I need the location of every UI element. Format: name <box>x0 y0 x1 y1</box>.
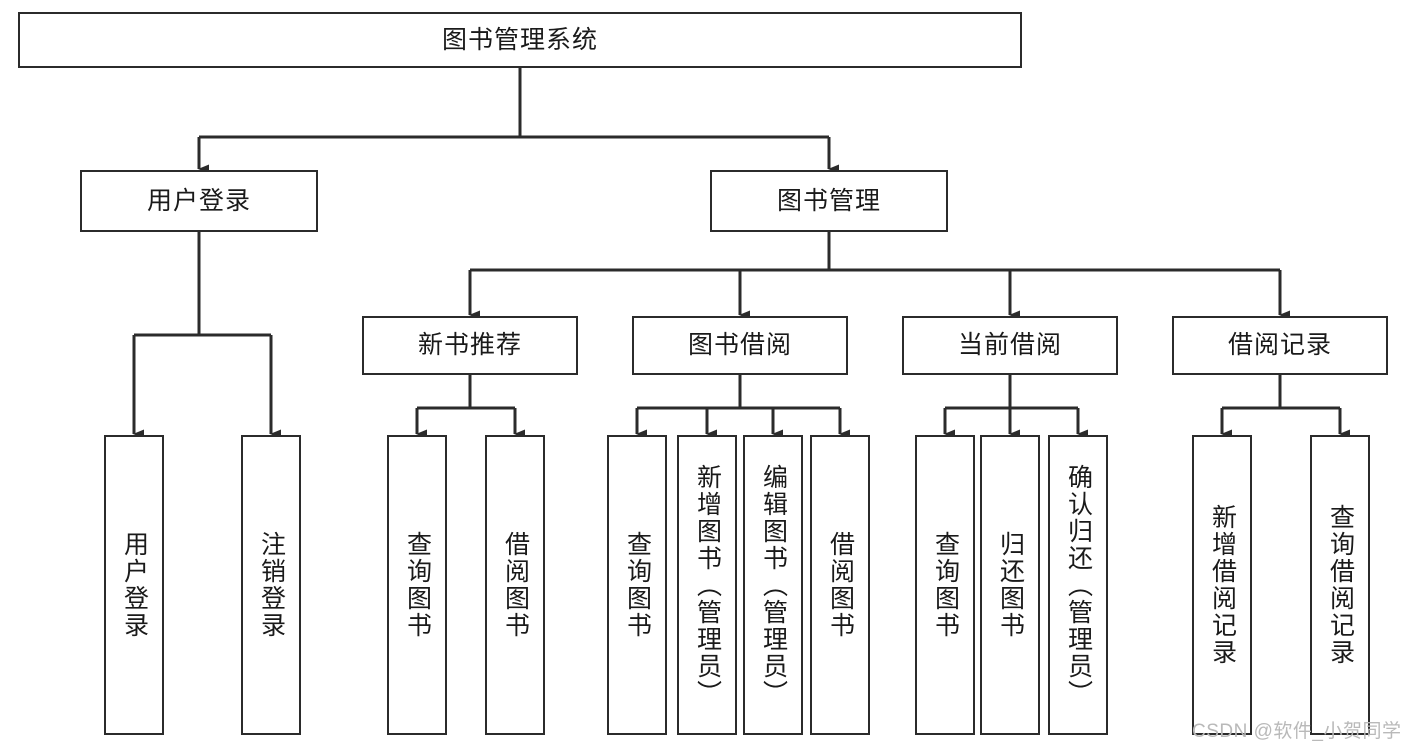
node-label: 查询图书 <box>403 531 432 639</box>
node-label: 借阅图书 <box>826 531 855 639</box>
node-current-borrow[interactable]: 当前借阅 <box>902 316 1118 375</box>
node-label: 图书借阅 <box>687 331 792 360</box>
node-leaf-add-record[interactable]: 新增借阅记录 <box>1192 435 1252 735</box>
node-label: 用户登录 <box>146 186 251 215</box>
node-leaf-query-book-2[interactable]: 查询图书 <box>607 435 667 735</box>
node-label: 借阅记录 <box>1227 331 1332 360</box>
node-label: 新增图书（管理员） <box>693 463 722 707</box>
node-leaf-query-book-3[interactable]: 查询图书 <box>915 435 975 735</box>
node-label: 新书推荐 <box>417 331 522 360</box>
edge-paths <box>132 68 1350 439</box>
node-leaf-confirm-return[interactable]: 确认归还（管理员） <box>1048 435 1108 735</box>
node-leaf-logout[interactable]: 注销登录 <box>241 435 301 735</box>
watermark-text: CSDN @软件_小贺同学 <box>1192 721 1402 742</box>
node-label: 编辑图书（管理员） <box>759 463 788 707</box>
node-new-book-rec[interactable]: 新书推荐 <box>362 316 578 375</box>
node-label: 查询图书 <box>623 531 652 639</box>
node-label: 图书管理 <box>776 186 881 215</box>
node-label: 查询借阅记录 <box>1326 504 1355 666</box>
node-user-login[interactable]: 用户登录 <box>80 170 318 232</box>
node-leaf-edit-book[interactable]: 编辑图书（管理员） <box>743 435 803 735</box>
node-label: 当前借阅 <box>957 331 1062 360</box>
node-label: 查询图书 <box>931 531 960 639</box>
node-leaf-borrow-book-1[interactable]: 借阅图书 <box>485 435 545 735</box>
node-leaf-user-login[interactable]: 用户登录 <box>104 435 164 735</box>
node-label: 新增借阅记录 <box>1208 504 1237 666</box>
node-root[interactable]: 图书管理系统 <box>18 12 1022 68</box>
node-book-manage[interactable]: 图书管理 <box>710 170 948 232</box>
node-label: 用户登录 <box>120 531 149 639</box>
node-borrow-records[interactable]: 借阅记录 <box>1172 316 1388 375</box>
node-leaf-query-record[interactable]: 查询借阅记录 <box>1310 435 1370 735</box>
node-leaf-add-book[interactable]: 新增图书（管理员） <box>677 435 737 735</box>
node-leaf-query-book-1[interactable]: 查询图书 <box>387 435 447 735</box>
node-label: 确认归还（管理员） <box>1064 463 1093 707</box>
node-leaf-borrow-book-2[interactable]: 借阅图书 <box>810 435 870 735</box>
node-leaf-return-book[interactable]: 归还图书 <box>980 435 1040 735</box>
node-label: 借阅图书 <box>501 531 530 639</box>
node-label: 图书管理系统 <box>441 25 598 54</box>
node-label: 注销登录 <box>257 531 286 639</box>
node-book-borrow[interactable]: 图书借阅 <box>632 316 848 375</box>
node-label: 归还图书 <box>996 531 1025 639</box>
